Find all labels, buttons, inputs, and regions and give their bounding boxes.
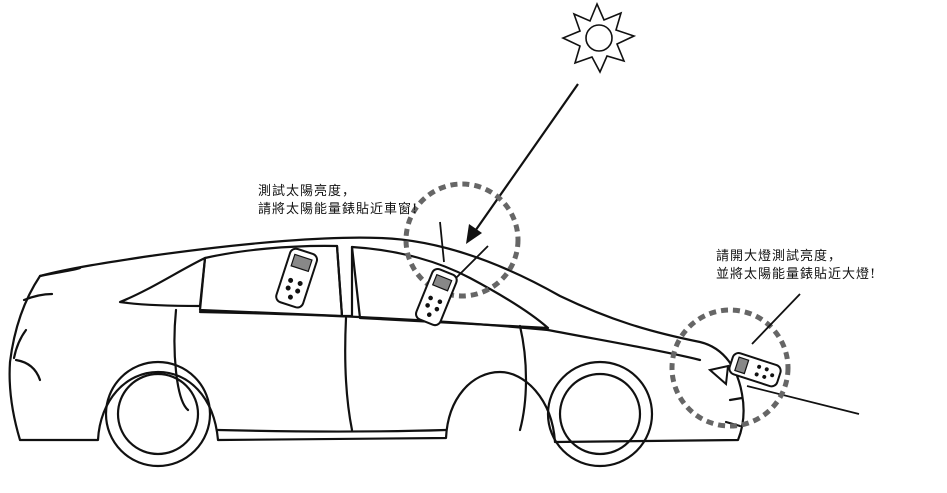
headlight-caption-pointer	[751, 293, 801, 345]
solar-power-meter-icon	[275, 247, 319, 309]
headlight-caption-line-1: 請開大燈測試亮度，	[716, 249, 843, 264]
solar-power-meter-icon	[728, 352, 782, 388]
window-caption-pointer	[439, 221, 445, 263]
headlight-beam-line	[746, 385, 860, 415]
sun-icon	[561, 1, 637, 74]
window-highlight-ring	[403, 181, 521, 299]
front-wheel	[546, 360, 654, 468]
window-caption-pointer-2	[451, 245, 489, 283]
sunlight-arrow	[466, 83, 579, 244]
solar-power-meter-icon	[415, 267, 458, 327]
headlight-caption-line-2: 並將太陽能量錶貼近大燈!	[716, 267, 877, 282]
headlight	[707, 364, 730, 387]
headlight-highlight-ring	[669, 307, 791, 429]
rear-wheel	[104, 360, 212, 468]
window-caption-line-1: 測試太陽亮度，	[258, 184, 357, 199]
car-outline	[8, 236, 745, 444]
headlight-caption: 請開大燈測試亮度， 並將太陽能量錶貼近大燈!	[716, 248, 876, 284]
window-caption-line-2: 請將太陽能量錶貼近車窗!	[258, 202, 419, 217]
window-caption: 測試太陽亮度， 請將太陽能量錶貼近車窗!	[258, 183, 418, 219]
